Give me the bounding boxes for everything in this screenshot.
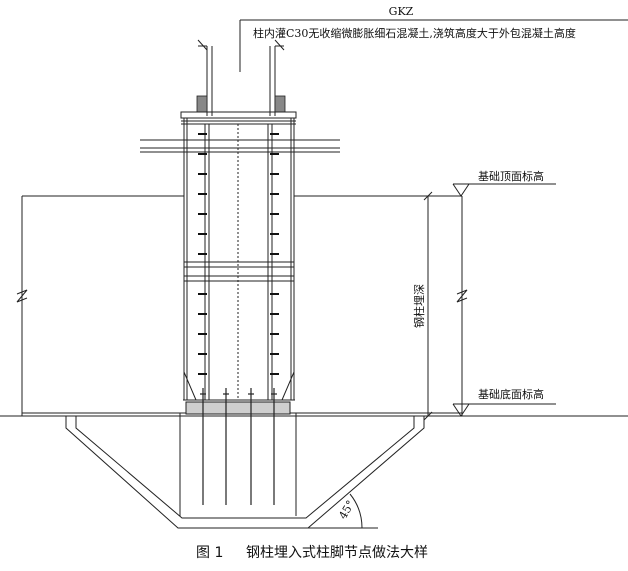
column-note-label: 柱内灌C30无收缩微膨胀细石混凝土,浇筑高度大于外包混凝土高度	[253, 26, 576, 40]
base-plate-grout	[183, 371, 295, 415]
embedded-steel-column	[183, 118, 295, 400]
embed-depth-dimension	[423, 191, 433, 421]
bottom-elevation-marker	[452, 403, 556, 417]
foundation-outline	[0, 195, 628, 417]
gkz-leader	[239, 19, 628, 72]
column-tag-label: GKZ	[389, 5, 414, 18]
bottom-elevation-label: 基础底面标高	[478, 387, 544, 401]
anchor-bolts	[200, 388, 277, 505]
foundation-pit	[65, 413, 425, 529]
top-cap-plate	[140, 111, 340, 153]
figure-title: 钢柱埋入式柱脚节点做法大样	[246, 545, 428, 561]
angle-mark	[308, 493, 378, 529]
top-welds	[196, 95, 286, 113]
upper-steel-column	[197, 39, 285, 116]
figure-number: 图 1	[196, 545, 223, 561]
mid-stiffener-plates	[184, 261, 294, 282]
top-elevation-marker	[452, 183, 556, 197]
shear-studs-right	[270, 133, 279, 375]
shear-studs-left	[198, 133, 207, 375]
angle-label: 45°	[336, 498, 357, 521]
top-elevation-label: 基础顶面标高	[478, 169, 544, 183]
embed-depth-label: 钢柱埋深	[412, 284, 426, 328]
